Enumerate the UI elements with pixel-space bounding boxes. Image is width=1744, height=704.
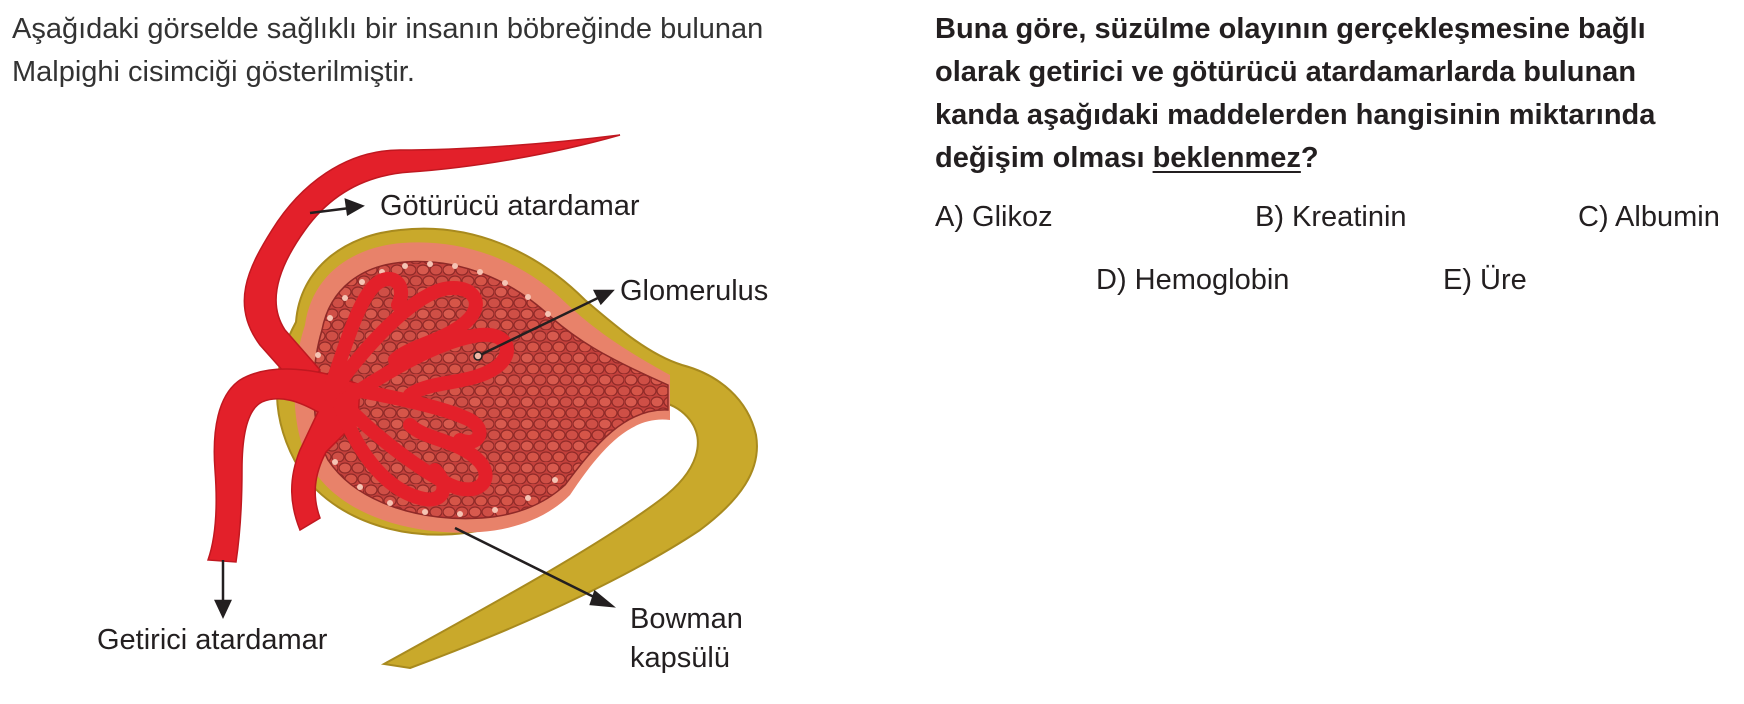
option-b[interactable]: B) Kreatinin [1255, 201, 1407, 233]
malpighi-figure: Götürücü atardamar Glomerulus Getirici a… [97, 134, 769, 674]
option-e[interactable]: E) Üre [1443, 264, 1527, 296]
intro-line-1: Aşağıdaki görselde sağlıklı bir insanın … [12, 13, 764, 45]
malpighian-corpuscle-illustration [206, 134, 758, 670]
question-line-4: değişim olması beklenmez? [935, 137, 1735, 180]
question-line-3: kanda aşağıdaki maddelerden hangisinin m… [935, 99, 1656, 131]
label-afferent-arteriole: Getirici atardamar [97, 624, 328, 656]
label-bowman-line-2: kapsülü [630, 642, 730, 674]
question-line-4-start: değişim olması [935, 142, 1153, 174]
capsule-dots [313, 261, 558, 517]
label-bowman-line-1: Bowman [630, 603, 743, 635]
question-line-1: Buna göre, süzülme olayının gerçekleşmes… [935, 13, 1646, 45]
label-efferent-arteriole: Götürücü atardamar [380, 190, 640, 222]
vessels [206, 134, 621, 563]
emphasized-word: beklenmez [1152, 142, 1301, 174]
option-d[interactable]: D) Hemoglobin [1096, 264, 1290, 296]
option-c[interactable]: C) Albumin [1578, 201, 1720, 233]
intro-line-2: Malpighi cisimciği gösterilmiştir. [12, 56, 415, 88]
label-glomerulus: Glomerulus [620, 275, 769, 307]
question-line-2: olarak getirici ve götürücü atardamarlar… [935, 56, 1637, 88]
question-mark: ? [1300, 142, 1319, 174]
pointer-arrows [214, 198, 616, 619]
efferent-arteriole-shape [243, 134, 621, 392]
glomerulus-loops [323, 272, 514, 507]
intro-text: Aşağıdaki görselde sağlıklı bir insanın … [12, 8, 892, 94]
afferent-arteriole-shape [206, 368, 361, 563]
question-text: Buna göre, süzülme olayının gerçekleşmes… [935, 8, 1735, 180]
option-a[interactable]: A) Glikoz [935, 201, 1053, 233]
